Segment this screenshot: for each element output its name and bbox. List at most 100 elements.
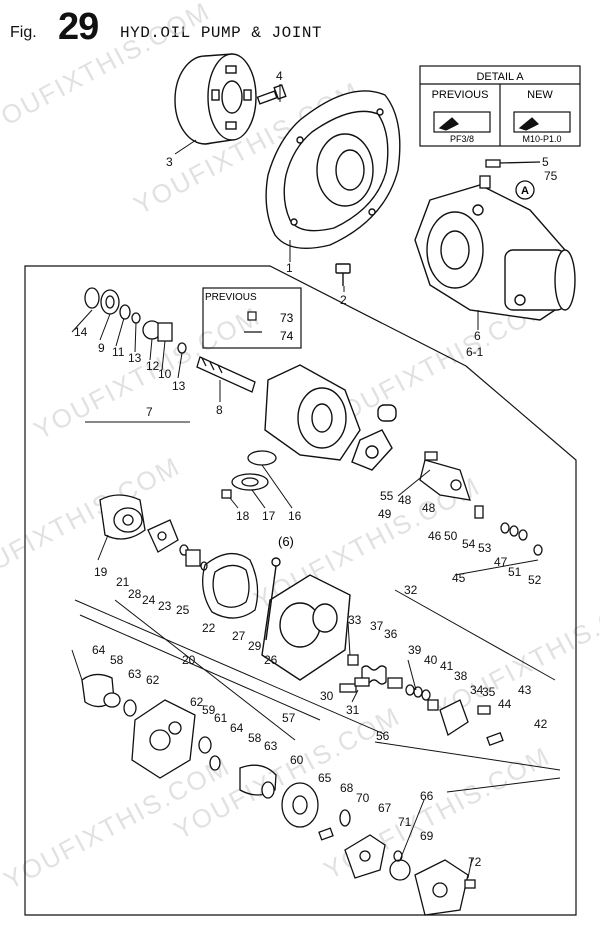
- gear-housing-group: [261, 557, 351, 681]
- watermark-text: YOUFIXTHIS.COM: [0, 451, 185, 596]
- part-number-22: 22: [202, 621, 216, 635]
- part-number-69: 69: [420, 829, 434, 843]
- part-number-57: 57: [282, 711, 296, 725]
- part-number-31: 31: [346, 703, 360, 717]
- part-number-64: 64: [230, 721, 244, 735]
- part-number-51: 51: [508, 565, 522, 579]
- figure-number: 29: [58, 6, 99, 48]
- part-number-63: 63: [128, 667, 142, 681]
- leader-line-layer: [71, 84, 561, 879]
- part-number-28: 28: [128, 587, 142, 601]
- pump-body-part-6-1: [264, 364, 397, 471]
- part-number-6: 6: [474, 329, 481, 343]
- part-number-42: 42: [534, 717, 548, 731]
- front-cover-group: [281, 782, 476, 916]
- callout-a-circle: [515, 180, 535, 200]
- part-number-70: 70: [356, 791, 370, 805]
- part-number-50: 50: [444, 529, 458, 543]
- part-number-66: 66: [420, 789, 434, 803]
- group-label-6: (6): [278, 534, 294, 549]
- part-number-48: 48: [422, 501, 436, 515]
- previous-box-label: PREVIOUS: [205, 292, 257, 303]
- previous-part-74: 74: [280, 329, 294, 343]
- kit-frame-outline: [24, 265, 577, 916]
- part-number-13: 13: [172, 379, 186, 393]
- part-number-16: 16: [288, 509, 302, 523]
- part-number-60: 60: [290, 753, 304, 767]
- part-number-20: 20: [182, 653, 196, 667]
- part-number-46: 46: [428, 529, 442, 543]
- part-number-58: 58: [110, 653, 124, 667]
- part-number-59: 59: [202, 703, 216, 717]
- part-number-3: 3: [166, 155, 173, 169]
- part-number-43: 43: [518, 683, 532, 697]
- part-number-63: 63: [264, 739, 278, 753]
- detail-previous-code: PF3/8: [450, 134, 474, 144]
- part-number-32: 32: [404, 583, 418, 597]
- previous-part-73: 73: [280, 311, 294, 325]
- part-number-53: 53: [478, 541, 492, 555]
- part-number-27: 27: [232, 629, 246, 643]
- part-number-13: 13: [128, 351, 142, 365]
- part-number-18: 18: [236, 509, 250, 523]
- figure-title: HYD.OIL PUMP & JOINT: [120, 24, 323, 42]
- part-number-23: 23: [158, 599, 172, 613]
- bolt-part-4: [256, 84, 287, 105]
- gasket-part-22: [202, 553, 259, 619]
- part-number-35: 35: [482, 685, 496, 699]
- part-number-44: 44: [498, 697, 512, 711]
- part-number-11: 11: [112, 345, 125, 359]
- part-number-24: 24: [142, 593, 156, 607]
- part-number-52: 52: [528, 573, 542, 587]
- part-number-25: 25: [176, 603, 190, 617]
- part-number-10: 10: [158, 367, 172, 381]
- detail-previous-label: PREVIOUS: [432, 89, 489, 101]
- part-number-54: 54: [462, 537, 476, 551]
- part-number-1: 1: [286, 261, 293, 275]
- part-number-49: 49: [378, 507, 392, 521]
- pump-assembly-part-6: [414, 184, 576, 321]
- bolt-part-5: [485, 159, 541, 168]
- figure-prefix: Fig.: [10, 24, 37, 41]
- part-number-12: 12: [146, 359, 160, 373]
- front-gear-group: [81, 673, 277, 799]
- previous-box: [202, 287, 302, 349]
- part-number-75: 75: [544, 169, 558, 183]
- part-number-37: 37: [370, 619, 384, 633]
- part-number-61: 61: [214, 711, 228, 725]
- part-number-30: 30: [320, 689, 334, 703]
- control-valve-group: [339, 654, 504, 746]
- part-number-62: 62: [146, 673, 160, 687]
- detail-a-header: DETAIL A: [476, 71, 524, 83]
- part-number-34: 34: [470, 683, 484, 697]
- part-number-48: 48: [398, 493, 412, 507]
- part-number-4: 4: [276, 69, 283, 83]
- callout-a-label: A: [521, 185, 529, 197]
- fitting-part-75: [479, 175, 491, 189]
- bolt-part-2: [335, 263, 351, 286]
- part-number-40: 40: [424, 653, 438, 667]
- part-number-55: 55: [380, 489, 394, 503]
- part-number-41: 41: [440, 659, 454, 673]
- part-number-6-1: 6-1: [466, 345, 484, 359]
- part-number-64: 64: [92, 643, 106, 657]
- part-number-29: 29: [248, 639, 262, 653]
- part-number-38: 38: [454, 669, 468, 683]
- part-number-7: 7: [146, 405, 153, 419]
- part-number-39: 39: [408, 643, 422, 657]
- part-number-5: 5: [542, 155, 549, 169]
- part-number-26: 26: [264, 653, 278, 667]
- detail-new-code: M10-P1.0: [522, 134, 561, 144]
- drive-shaft-part-8: [196, 356, 256, 393]
- detail-a-box: [419, 65, 581, 147]
- part-number-62: 62: [190, 695, 204, 709]
- coupling-part-3: [174, 53, 257, 145]
- part-number-36: 36: [384, 627, 398, 641]
- part-number-58: 58: [248, 731, 262, 745]
- part-number-19: 19: [94, 565, 108, 579]
- seal-group-18-16: [221, 450, 277, 499]
- part-number-17: 17: [262, 509, 276, 523]
- relief-valve-group: [419, 451, 543, 556]
- rear-cover-group: [99, 494, 208, 571]
